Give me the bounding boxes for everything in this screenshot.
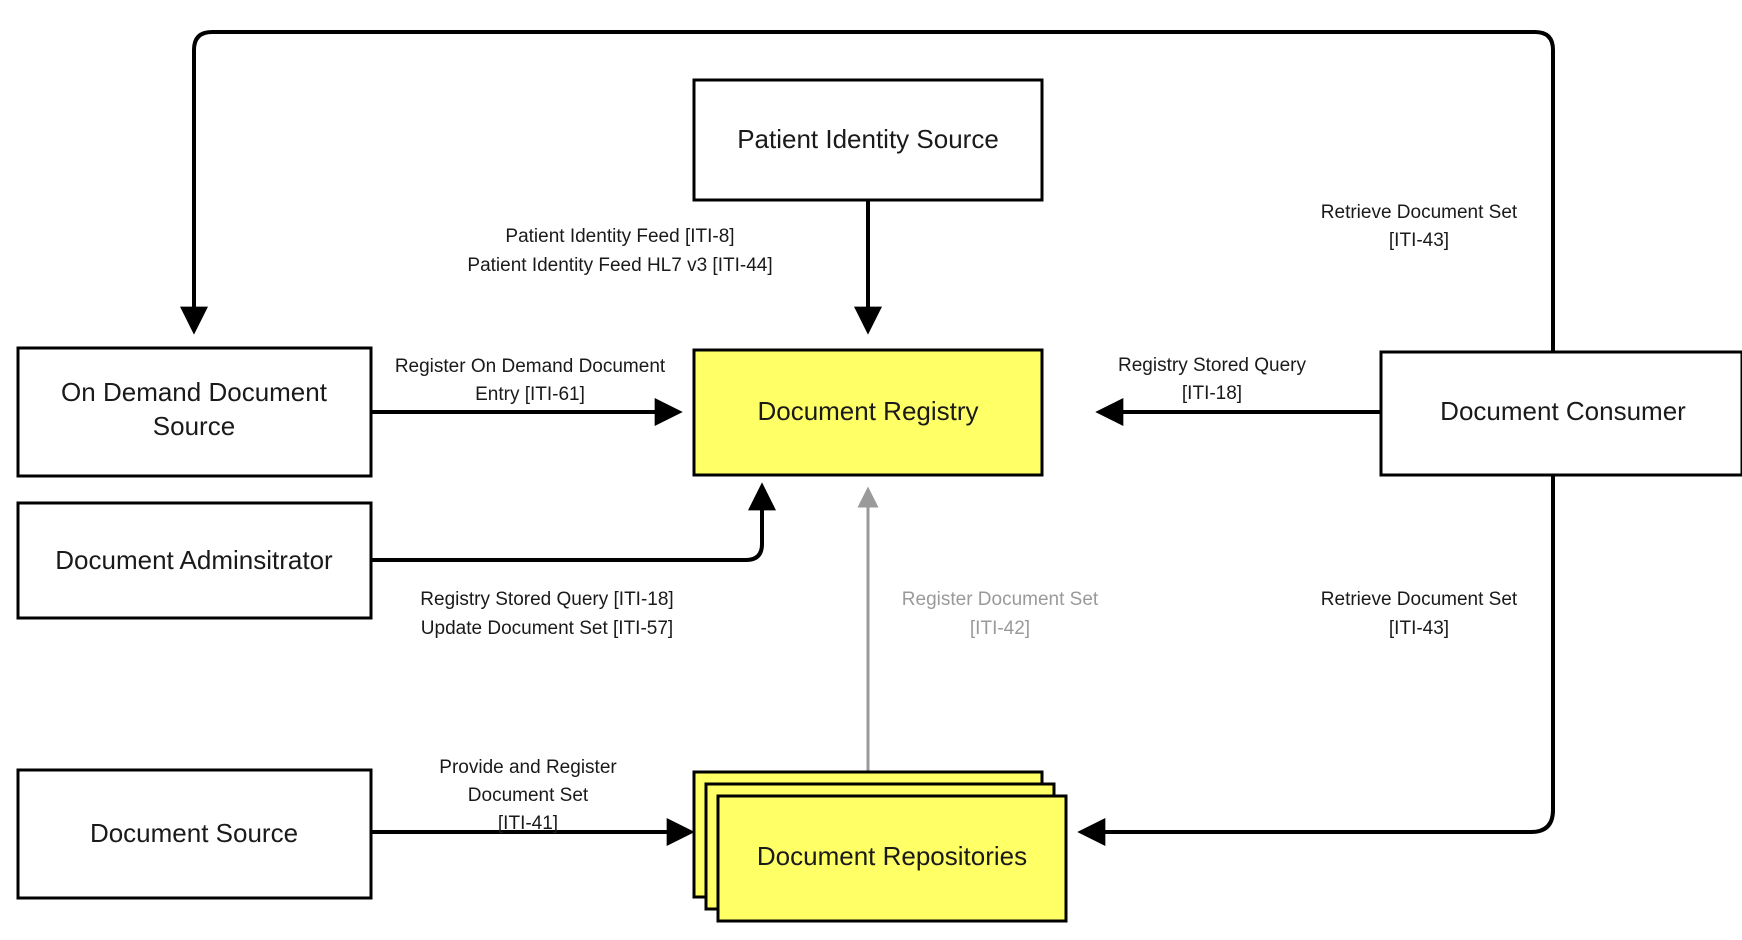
edge-label-retrieve-bottom-line1: Retrieve Document Set [1321, 589, 1518, 610]
node-on-demand-document-source[interactable]: On Demand Document Source [16, 346, 373, 478]
node-on-demand-document-source-label-line1: On Demand Document [61, 377, 328, 407]
node-document-source[interactable]: Document Source [16, 768, 373, 900]
edge-label-retrieve-document-set-top: Retrieve Document Set [ITI-43] [1321, 202, 1518, 251]
edge-label-patient-identity-feed-line2: Patient Identity Feed HL7 v3 [ITI-44] [467, 255, 772, 276]
repository-stack-layer-front [716, 794, 1068, 923]
edge-label-patient-identity-feed-line1: Patient Identity Feed [ITI-8] [505, 226, 734, 247]
edge-label-admin-line2: Update Document Set [ITI-57] [421, 618, 673, 639]
node-patient-identity-source[interactable]: Patient Identity Source [692, 78, 1044, 202]
node-document-consumer[interactable]: Document Consumer [1379, 350, 1742, 477]
edge-label-provide-and-register-document-set: Provide and Register Document Set [ITI-4… [439, 757, 617, 834]
edge-label-document-administrator-to-registry: Registry Stored Query [ITI-18] Update Do… [420, 589, 673, 639]
edge-label-register-on-demand-document-entry: Register On Demand Document Entry [ITI-6… [395, 356, 666, 405]
edge-label-provide-register-line1: Provide and Register [439, 757, 617, 778]
node-document-adminsitrator[interactable]: Document Adminsitrator [16, 501, 373, 620]
edge-label-register-on-demand-line1: Register On Demand Document [395, 356, 666, 377]
node-document-registry[interactable]: Document Registry [692, 348, 1044, 477]
node-document-adminsitrator-label: Document Adminsitrator [55, 545, 333, 575]
edge-label-register-document-set: Register Document Set [ITI-42] [902, 589, 1099, 639]
edge-label-patient-identity-feed: Patient Identity Feed [ITI-8] Patient Id… [467, 226, 772, 276]
node-document-source-label: Document Source [90, 818, 298, 848]
edge-label-retrieve-bottom-line2: [ITI-43] [1389, 618, 1449, 639]
edge-document-administrator-to-registry [371, 482, 776, 562]
edge-label-retrieve-top-line2: [ITI-43] [1389, 230, 1449, 251]
node-document-registry-label: Document Registry [757, 396, 978, 426]
edge-retrieve-document-set-bottom [1077, 475, 1555, 846]
node-document-repositories-label: Document Repositories [757, 841, 1027, 871]
edge-label-retrieve-document-set-bottom: Retrieve Document Set [ITI-43] [1321, 589, 1518, 639]
node-document-consumer-label: Document Consumer [1440, 396, 1686, 426]
edge-label-register-document-set-line2: [ITI-42] [970, 618, 1030, 639]
edge-label-register-document-set-line1: Register Document Set [902, 589, 1099, 610]
edge-label-provide-register-line2: Document Set [468, 785, 589, 806]
node-document-repositories[interactable]: Document Repositories [692, 770, 1068, 923]
edge-label-registry-stored-query-line2: [ITI-18] [1182, 383, 1242, 404]
edge-label-provide-register-line3: [ITI-41] [498, 813, 558, 834]
edge-label-retrieve-top-line1: Retrieve Document Set [1321, 202, 1518, 223]
edge-label-registry-stored-query: Registry Stored Query [ITI-18] [1118, 355, 1306, 404]
node-on-demand-document-source-label-line2: Source [153, 411, 235, 441]
edge-retrieve-document-set-top [180, 30, 1555, 352]
edge-label-registry-stored-query-line1: Registry Stored Query [1118, 355, 1306, 376]
node-patient-identity-source-label: Patient Identity Source [737, 124, 999, 154]
edge-label-admin-line1: Registry Stored Query [ITI-18] [420, 589, 673, 610]
edge-label-register-on-demand-line2: Entry [ITI-61] [475, 384, 585, 405]
